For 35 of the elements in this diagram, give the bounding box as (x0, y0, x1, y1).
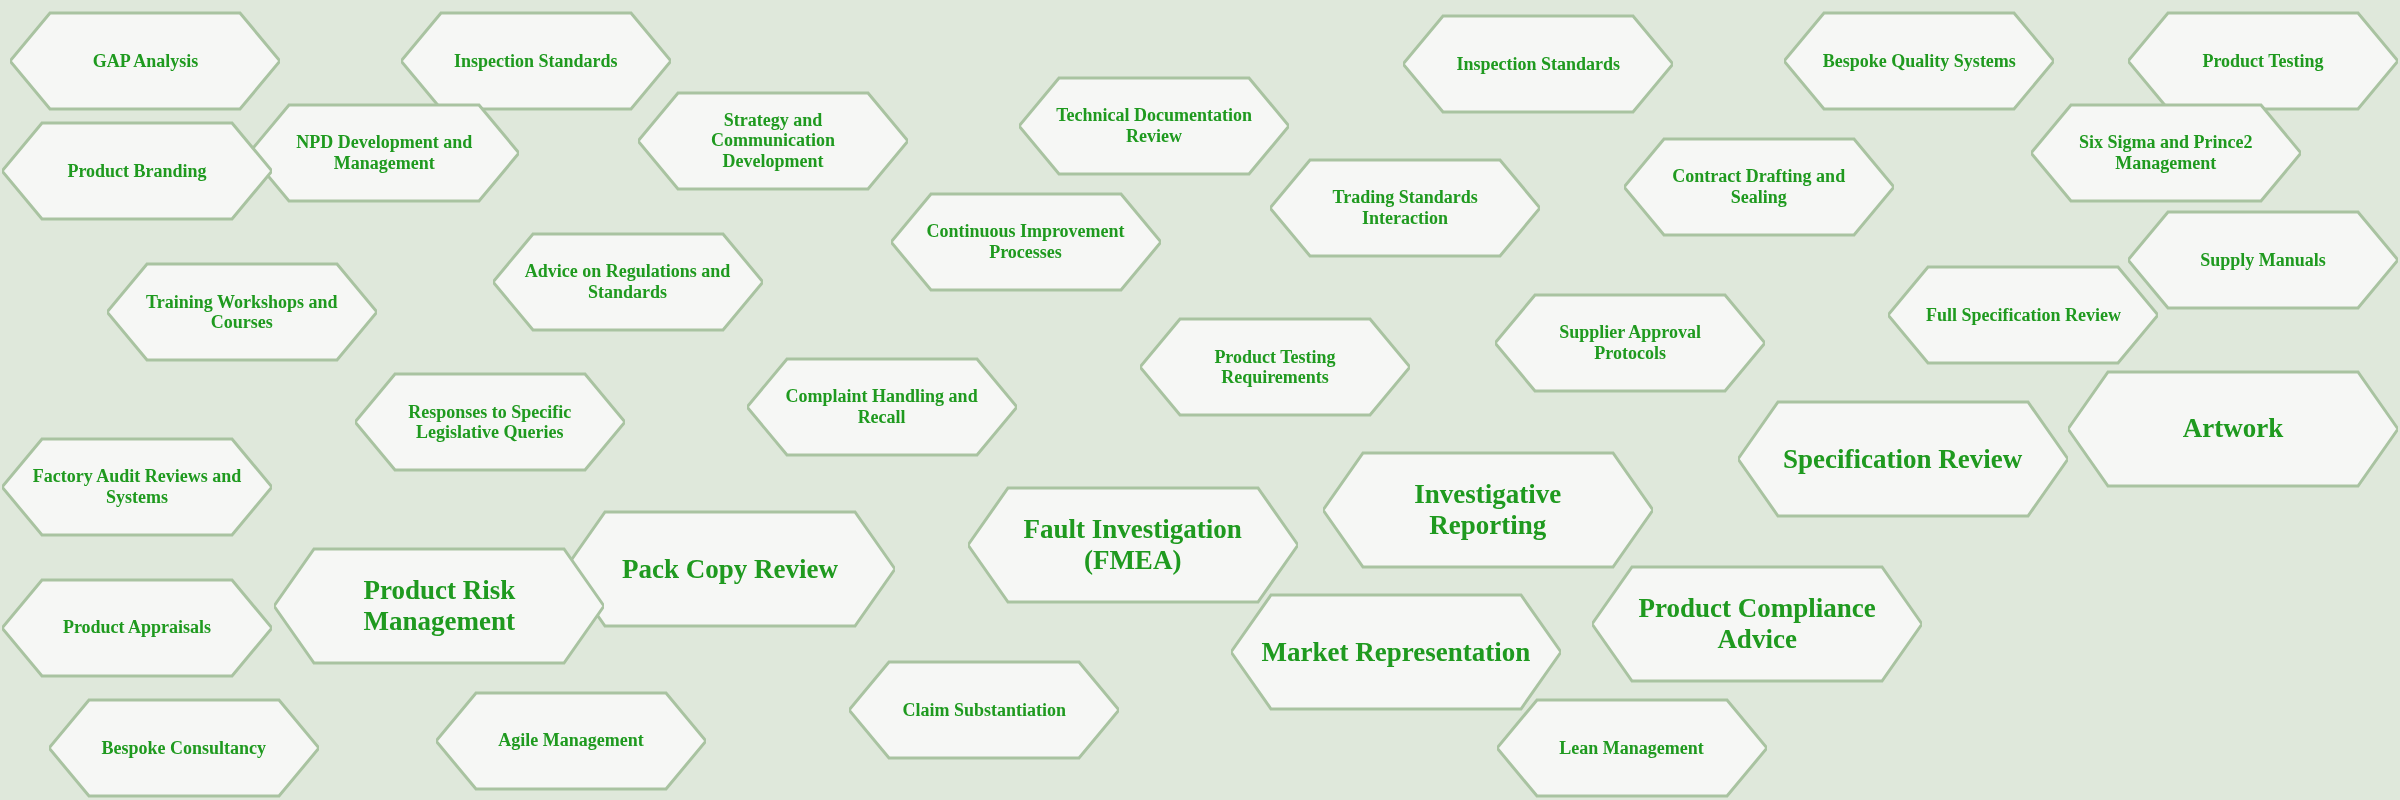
service-label: Product Testing (2202, 50, 2324, 72)
service-label: Product Testing Requirements (1213, 346, 1337, 389)
service-label: Continuous Improvement Processes (925, 221, 1126, 263)
service-label: Bespoke Consultancy (101, 737, 266, 759)
service-label: Full Specification Review (1925, 304, 2121, 326)
service-label: NPD Development and Management (295, 132, 474, 174)
service-label: Contract Drafting and Sealing (1671, 166, 1847, 208)
service-label: Product Compliance Advice (1637, 593, 1877, 656)
service-label: Training Workshops and Courses (145, 291, 339, 333)
service-label: Product Risk Management (362, 575, 517, 638)
service-label: Fault Investigation (FMEA) (1022, 513, 1243, 576)
service-label: Responses to Specific Legislative Queries (407, 401, 573, 444)
service-label: Investigative Reporting (1413, 478, 1563, 541)
service-label: Product Appraisals (62, 617, 212, 638)
service-label: Claim Substantiation (902, 699, 1066, 721)
service-label: Pack Copy Review (622, 553, 839, 585)
service-label: Product Branding (67, 161, 207, 182)
service-label: Complaint Handling and Recall (784, 386, 979, 428)
service-label: Agile Management (498, 730, 644, 752)
service-label: Trading Standards Interaction (1331, 187, 1479, 229)
service-label: Inspection Standards (1456, 53, 1620, 75)
service-label: Supply Manuals (2200, 249, 2326, 271)
service-label: Six Sigma and Prince2 Management (2078, 132, 2254, 174)
service-label: Market Representation (1261, 636, 1531, 668)
service-label: Technical Documentation Review (1055, 104, 1253, 147)
service-label: GAP Analysis (92, 50, 199, 72)
service-label: Factory Audit Reviews and Systems (32, 466, 242, 508)
service-label: Artwork (2182, 413, 2284, 445)
service-label: Bespoke Quality Systems (1822, 50, 2016, 72)
service-label: Lean Management (1559, 737, 1704, 759)
service-label: Specification Review (1782, 443, 2023, 475)
service-label: Strategy and Communication Development (709, 109, 836, 172)
service-label: Supplier Approval Protocols (1558, 322, 1702, 364)
service-label: Advice on Regulations and Standards (523, 260, 732, 303)
service-label: Inspection Standards (453, 50, 618, 72)
